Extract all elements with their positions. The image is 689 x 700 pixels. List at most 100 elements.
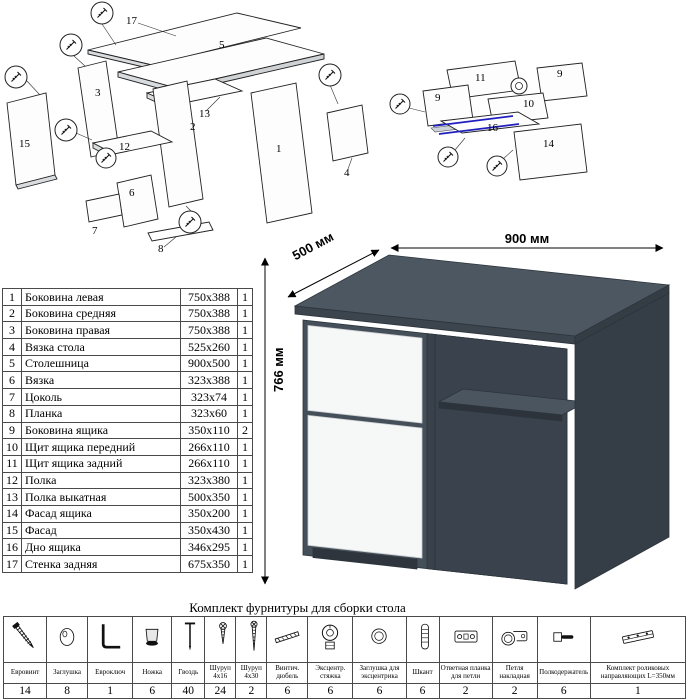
- hardware-qty: 6: [352, 683, 407, 699]
- dim-width-label: 900 мм: [505, 232, 550, 246]
- part-number: 14: [2, 504, 22, 523]
- part-name: Боковина средняя: [21, 304, 181, 323]
- hardware-kit-title: Комплект фурнитуры для сборки стола: [189, 600, 406, 615]
- parts-list: 1 Боковина левая 750x388 1 2 Боковина ср…: [2, 288, 253, 573]
- part-size: 500x350: [180, 488, 238, 506]
- drawer-slide-icon: [621, 617, 655, 657]
- part-label: 8: [158, 243, 164, 255]
- part-number: 12: [2, 471, 22, 490]
- hardware-qty: 6: [307, 683, 354, 699]
- part-name: Фасад ящика: [21, 504, 181, 523]
- part-number: 7: [2, 388, 22, 406]
- hardware-qty: 14: [2, 683, 48, 699]
- roller-guides-blue: [432, 115, 520, 135]
- desk-middle-panel: [426, 333, 436, 570]
- part-size: 525x260: [180, 338, 238, 356]
- desk-top: [293, 254, 671, 337]
- desk-render-svg: 900 мм 500 мм 766 мм: [261, 229, 671, 590]
- shelf-pin-icon: [547, 617, 581, 657]
- parts-row: 5 Столешница 900x500 1: [2, 354, 253, 373]
- drawer-front: [307, 325, 423, 424]
- part-qty: 1: [237, 354, 253, 373]
- part-name: Боковина правая: [21, 321, 181, 340]
- parts-row: 11 Щит ящика задний 266x110 1: [2, 454, 253, 473]
- part-label: 12: [119, 141, 130, 153]
- part-name: Вязка стола: [21, 338, 181, 356]
- parts-row: 9 Боковина ящика 350x110 2: [2, 421, 253, 440]
- hardware-qty: 40: [171, 683, 206, 699]
- confirmat-screw-icon: [8, 617, 42, 657]
- desk-right-side: [574, 292, 670, 590]
- part-name: Дно ящика: [21, 538, 181, 556]
- part-number: 15: [2, 521, 22, 540]
- part-size: 323x74: [180, 388, 238, 406]
- panel-plinth-7: [85, 193, 123, 223]
- part-size: 323x380: [180, 471, 238, 490]
- part-number: 5: [2, 354, 22, 373]
- panel-drawer-bottom-16: [439, 111, 541, 134]
- part-qty: 1: [237, 504, 253, 523]
- part-qty: 1: [237, 304, 253, 323]
- hardware-name: Винтич. дюбель: [266, 662, 309, 684]
- hardware-name: Заглушка для эксцентрика: [352, 662, 407, 684]
- parts-row: 14 Фасад ящика 350x200 1: [2, 504, 253, 523]
- part-label: 9: [435, 92, 441, 104]
- cam-cap-icon: [362, 617, 396, 657]
- hardware-qty: 1: [589, 683, 687, 699]
- fastener-callouts: [4, 1, 342, 234]
- hinge-icon: [498, 617, 532, 657]
- parts-row: 3 Боковина правая 750x388 1: [2, 321, 253, 340]
- part-number: 17: [2, 555, 22, 573]
- door-front: [307, 414, 423, 559]
- part-number: 3: [2, 321, 22, 340]
- cam-callout: [510, 77, 528, 95]
- part-number: 16: [2, 538, 22, 556]
- part-qty: 1: [237, 321, 253, 340]
- part-qty: 1: [237, 438, 253, 456]
- panel-drawer-facade-14: [513, 123, 588, 181]
- hardware-qty-row: 14 8 1 6 40 24 2 6 6 6 6 2 2 6 1: [2, 683, 687, 699]
- part-label: 9: [557, 68, 563, 80]
- part-qty: 1: [237, 404, 253, 423]
- hardware-qty: 2: [491, 683, 538, 699]
- parts-table: 1 Боковина левая 750x388 1 2 Боковина ср…: [2, 288, 253, 573]
- hardware-name: Евроключ: [87, 662, 134, 684]
- part-label: 10: [523, 98, 535, 110]
- part-label: 7: [92, 225, 98, 237]
- dim-height-label: 766 мм: [271, 347, 286, 392]
- hardware-kit: Евровинт Заглушка Евроключ Ножка Гвоздь …: [2, 616, 687, 699]
- hardware-name: Шуруп 4x30: [235, 662, 268, 684]
- keyboard-tray-edge: [438, 401, 563, 422]
- leader-lines: [408, 107, 514, 160]
- part-size: 350x110: [180, 421, 238, 440]
- dimension-lines: [261, 244, 664, 585]
- part-label: 16: [487, 122, 499, 134]
- screw-short-icon: [206, 617, 236, 657]
- leader-lines: [25, 22, 353, 248]
- part-size: 350x200: [180, 504, 238, 523]
- part-size: 266x110: [180, 454, 238, 473]
- part-label: 14: [543, 138, 555, 150]
- panel-side-2: [152, 80, 204, 208]
- part-name: Полка выкатная: [21, 488, 181, 506]
- part-label: 4: [344, 167, 350, 179]
- hardware-qty: 24: [204, 683, 237, 699]
- part-label: 6: [129, 187, 135, 199]
- part-name: Вязка: [21, 371, 181, 390]
- parts-row: 12 Полка 323x380 1: [2, 471, 253, 490]
- hardware-icon-row: [2, 616, 687, 663]
- parts-row: 13 Полка выкатная 500x350 1: [2, 488, 253, 506]
- panel-brace-4: [326, 104, 369, 162]
- part-name: Щит ящика задний: [21, 454, 181, 473]
- carcass-diagram-svg: 17 5 3 13 12 2 6 7 15 1 4 8: [4, 1, 369, 255]
- hardware-qty: 2: [235, 683, 268, 699]
- hardware-qty: 6: [536, 683, 591, 699]
- part-label: 2: [190, 121, 196, 133]
- part-number: 2: [2, 304, 22, 323]
- part-size: 750x388: [180, 288, 238, 306]
- parts-row: 7 Цоколь 323x74 1: [2, 388, 253, 406]
- part-number: 1: [2, 288, 22, 306]
- part-name: Боковина ящика: [21, 421, 181, 440]
- part-size: 323x388: [180, 371, 238, 390]
